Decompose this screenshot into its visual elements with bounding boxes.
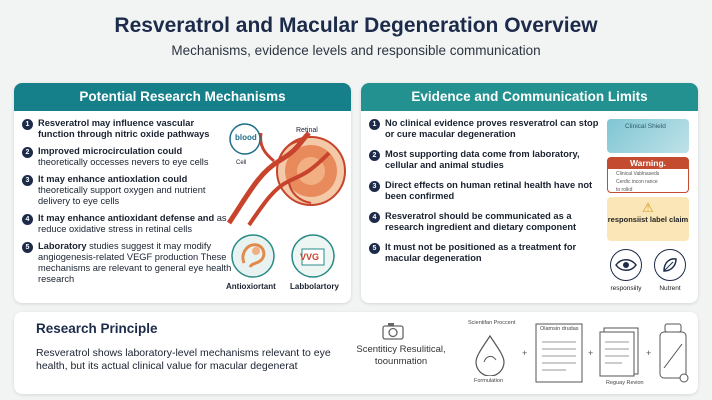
item-number: 5 (369, 243, 380, 254)
nutrient-icon-cell: Nutrent (651, 249, 689, 292)
item-number: 2 (369, 150, 380, 161)
mechanism-item: 5 Laboratory studies suggest it may modi… (22, 241, 232, 285)
item-strong: It may enhance antioxidant defense and (38, 213, 215, 223)
principle-title: Research Principle (36, 321, 158, 336)
item-text: No clinical evidence proves resveratrol … (385, 118, 599, 139)
item-rest: theoretically occesses nevers to eye cel… (38, 157, 209, 167)
flow-top-left-label: Scientifan Proccent (468, 320, 516, 326)
item-number: 2 (22, 147, 33, 158)
plus-icon: + (646, 348, 652, 358)
supplement-bottle-icon (659, 323, 689, 383)
responsible-label-card: ⚠ responsiist label claim (607, 197, 689, 241)
formulation-flow: Scientifan Proccent Formulation + Olamsi… (460, 318, 692, 388)
camera-icon (382, 323, 404, 340)
item-text: Resveratrol should be communicated as a … (385, 211, 577, 232)
cell-label: Cell (236, 160, 247, 166)
mechanism-item: 4 It may enhance antioxidant defense and… (22, 213, 232, 235)
mechanisms-heading: Potential Research Mechanisms (14, 83, 351, 111)
droplet-icon (475, 334, 505, 376)
item-rest: theoretically support oxygen and nutrien… (38, 185, 206, 206)
eye-caption: responsiity (610, 285, 642, 292)
formulation-label: Formulation (474, 378, 504, 384)
item-strong: Improved microcirculation could (38, 146, 183, 156)
item-text: It must not be positioned as a treatment… (385, 242, 577, 263)
eye-icon-cell: responsiity (607, 249, 645, 292)
laboratory-caption: Labbolartory (290, 282, 339, 291)
eye-icon (610, 249, 642, 281)
study-document-icon (535, 323, 583, 383)
warning-line: Cerdic incon rance (616, 179, 658, 185)
scientific-note: Scentiticy Resulitical, toounmation (356, 344, 446, 367)
item-strong: Laboratory (38, 241, 87, 251)
mechanisms-list: 1 Resveratrol may influence vascular fun… (22, 118, 232, 291)
item-number: 5 (22, 242, 33, 253)
mechanism-item: 2 Improved microcirculation could theore… (22, 146, 232, 168)
research-principle-panel: Research Principle Resveratrol shows lab… (14, 312, 698, 394)
item-strong: It may enhance antioxlation could (38, 174, 188, 184)
item-rest: studies suggest it may modify angiogenes… (38, 241, 232, 284)
evidence-item: 5 It must not be positioned as a treatme… (369, 242, 605, 264)
responsible-label-text: responsiist label claim (607, 215, 689, 224)
blood-label: blood (235, 133, 257, 142)
evidence-item: 2 Most supporting data come from laborat… (369, 149, 605, 171)
item-number: 4 (369, 212, 380, 223)
item-strong: Resveratrol may influence vascular funct… (38, 118, 210, 139)
plus-icon: + (588, 348, 594, 358)
laboratory-icon (291, 234, 335, 278)
plus-icon: + (522, 348, 528, 358)
evidence-item: 4 Resveratrol should be communicated as … (369, 211, 605, 233)
warning-line: to rolkd (616, 187, 633, 193)
warning-line: Clinical Vablnaseds (616, 171, 660, 177)
retinal-label: Retinal (296, 127, 318, 134)
warning-card: Warning. Clinical Vablnaseds Cerdic inco… (607, 157, 689, 193)
item-number: 3 (22, 175, 33, 186)
warning-title: Warning. (608, 158, 688, 169)
principle-text: Resveratrol shows laboratory-level mecha… (36, 347, 331, 372)
evidence-icon-row: responsiity Nutrent (607, 249, 689, 292)
clinical-shield-text: Clinical Shield (625, 123, 666, 130)
review-document-icon (599, 327, 639, 377)
mechanisms-panel: Potential Research Mechanisms 1 Resverat… (14, 83, 351, 303)
evidence-heading: Evidence and Communication Limits (361, 83, 698, 111)
item-text: Most supporting data come from laborator… (385, 149, 580, 170)
page-subtitle: Mechanisms, evidence levels and responsi… (171, 43, 541, 58)
evidence-side-column: Clinical Shield Warning. Clinical Vablna… (607, 119, 689, 292)
leaf-icon (654, 249, 686, 281)
evidence-item: 3 Direct effects on human retinal health… (369, 180, 605, 202)
warning-triangle-icon: ⚠ (642, 200, 654, 215)
retina-vessel-illustration (226, 123, 346, 227)
evidence-list: 1 No clinical evidence proves resveratro… (369, 118, 605, 273)
mechanism-item: 1 Resveratrol may influence vascular fun… (22, 118, 232, 140)
item-number: 3 (369, 181, 380, 192)
vvg-text: VVG (300, 252, 320, 262)
review-label: Reguay Revion (606, 380, 644, 386)
mechanism-item: 3 It may enhance antioxlation could theo… (22, 174, 232, 207)
evidence-panel: Evidence and Communication Limits 1 No c… (361, 83, 698, 303)
item-number: 4 (22, 214, 33, 225)
item-number: 1 (369, 119, 380, 130)
evidence-item: 1 No clinical evidence proves resveratro… (369, 118, 605, 140)
antioxidant-caption: Antioxiortant (226, 282, 276, 291)
page-title: Resveratrol and Macular Degeneration Ove… (114, 14, 598, 37)
item-rest: as reduce oxidative stress in retinal ce… (38, 213, 227, 234)
antioxidant-icon (231, 234, 275, 278)
item-text: Direct effects on human retinal health h… (385, 180, 593, 201)
clinical-shield-card: Clinical Shield (607, 119, 689, 153)
study-label: Olamsin drudas (540, 326, 579, 332)
nutrient-caption: Nutrent (659, 285, 681, 292)
item-number: 1 (22, 119, 33, 130)
